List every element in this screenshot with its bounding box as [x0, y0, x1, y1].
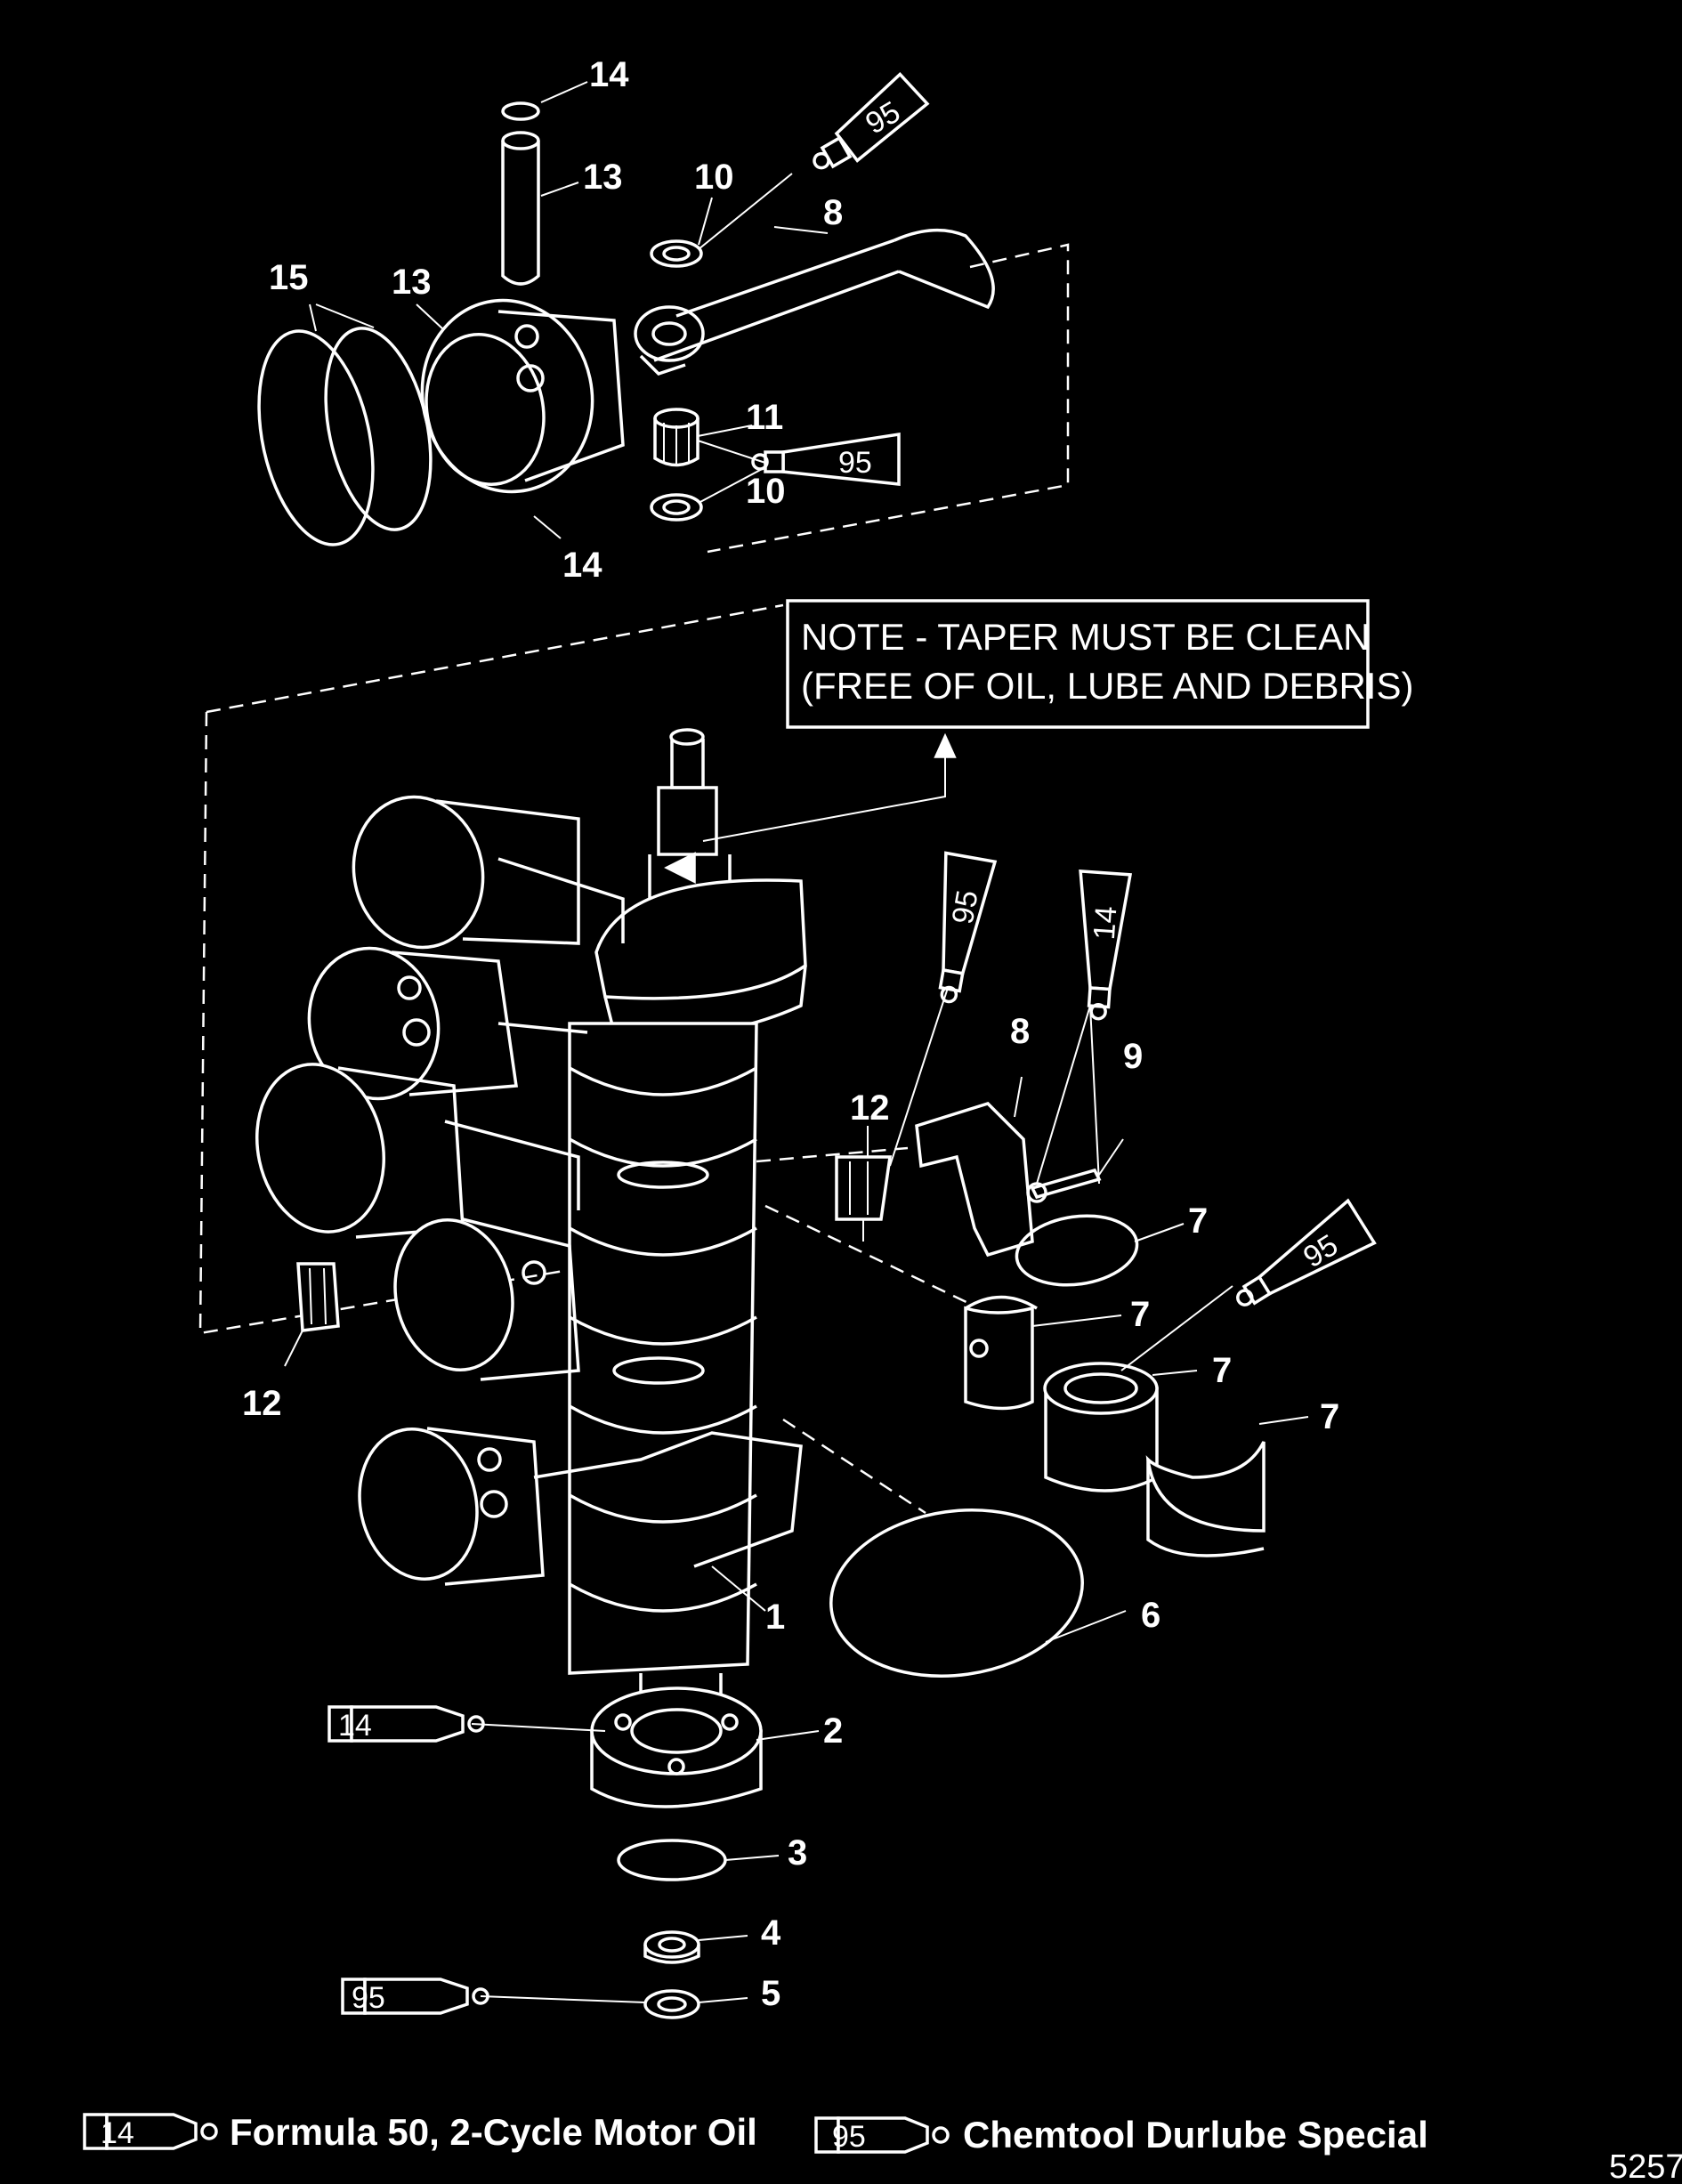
svg-text:95: 95 [946, 887, 985, 926]
note-line-2: (FREE OF OIL, LUBE AND DEBRIS) [801, 665, 1413, 707]
callout-5: 5 [761, 1974, 780, 2013]
bearing-race-upper [964, 1295, 1038, 1411]
top-piston-assembly [257, 101, 1070, 554]
lubricant-tube-icon: 14 [83, 2113, 218, 2150]
callout-1: 1 [765, 1598, 785, 1637]
lubricant-tube-icon: 14 [328, 1705, 485, 1743]
connecting-dashed-box [707, 243, 1070, 554]
callout-7: 7 [1212, 1351, 1232, 1390]
piston-ring-inner [324, 327, 433, 531]
connecting-rod [634, 228, 995, 376]
piston-cylinder-3 [255, 1063, 580, 1239]
callout-14: 14 [562, 546, 602, 585]
ball-bearing [590, 1687, 763, 1808]
oil-seal-4 [643, 1930, 700, 1964]
lubricant-tube-icon: 95 [813, 71, 930, 170]
callout-6: 6 [1141, 1596, 1160, 1635]
roller-bearing [1043, 1362, 1159, 1492]
callout-10: 10 [746, 472, 786, 511]
svg-text:14: 14 [338, 1709, 372, 1743]
note-line-1: NOTE - TAPER MUST BE CLEAN [801, 616, 1370, 658]
bearing-cage-lower [296, 1262, 340, 1332]
snap-ring [617, 1839, 727, 1881]
callout-12: 12 [242, 1384, 282, 1423]
lubricant-tube-icon: 95 [1236, 1198, 1377, 1306]
svg-text:14: 14 [1088, 905, 1124, 941]
thrust-washer-top [650, 239, 703, 268]
lubricant-tube-icon: 95 [341, 1978, 489, 2015]
legend-item-14: 14 Formula 50, 2-Cycle Motor Oil [83, 2111, 757, 2153]
lubricant-tube-icon: 95 [814, 2116, 950, 2154]
callout-11: 11 [746, 398, 783, 437]
callout-9: 9 [1123, 1037, 1143, 1076]
callout-3: 3 [788, 1833, 807, 1873]
callout-8: 8 [823, 193, 843, 232]
retaining-ring-7 [1015, 1214, 1139, 1287]
callout-14: 14 [589, 55, 629, 94]
piston-ring-outer [257, 329, 375, 546]
figure-id: 5257 [1609, 2148, 1682, 2184]
lubricant-tube-icon: 14 [1079, 870, 1133, 1021]
callout-12: 12 [850, 1088, 890, 1128]
callout-13: 13 [392, 263, 432, 302]
callout-15: 15 [269, 258, 309, 297]
piston-cylinder-4 [393, 1217, 580, 1381]
callout-4: 4 [761, 1913, 781, 1953]
bearing-cage-upper [835, 1155, 893, 1242]
callout-13: 13 [583, 158, 623, 197]
piston-cylinder-2 [307, 946, 588, 1101]
callout-7: 7 [1130, 1295, 1150, 1334]
needle-bearing [653, 408, 699, 467]
piston-pin [501, 131, 540, 286]
svg-text:14: 14 [101, 2116, 134, 2150]
taper-note-box: NOTE - TAPER MUST BE CLEAN (FREE OF OIL,… [702, 599, 1413, 842]
piston-cylinder-1 [352, 795, 625, 950]
legend-text-14: Formula 50, 2-Cycle Motor Oil [230, 2111, 757, 2153]
leader-lines [284, 81, 1309, 2003]
oil-seal-5 [643, 1989, 700, 2019]
piston-pin-retainer-top [501, 101, 540, 121]
thrust-washer-bottom [650, 493, 703, 522]
svg-text:95: 95 [352, 1981, 385, 2015]
bearing-race-lower [1145, 1441, 1266, 1557]
callout-7: 7 [1320, 1397, 1339, 1436]
callout-7: 7 [1188, 1201, 1208, 1241]
lubricant-tube-icon: 95 [938, 851, 998, 1004]
callout-10: 10 [694, 158, 734, 197]
crankshaft-assembly [255, 728, 807, 1777]
svg-text:95: 95 [832, 2120, 866, 2154]
large-retaining-ring [829, 1509, 1084, 1678]
legend-item-95: 95 Chemtool Durlube Special [814, 2114, 1428, 2156]
connecting-rod-cap [915, 1102, 1034, 1258]
svg-text:95: 95 [838, 446, 872, 480]
cylinder-dashed-box [198, 603, 784, 1335]
legend-text-95: Chemtool Durlube Special [963, 2114, 1428, 2156]
callout-2: 2 [823, 1711, 843, 1751]
callout-8: 8 [1010, 1012, 1030, 1051]
piston-cylinder-5 [358, 1427, 803, 1586]
piston-top [420, 298, 625, 494]
